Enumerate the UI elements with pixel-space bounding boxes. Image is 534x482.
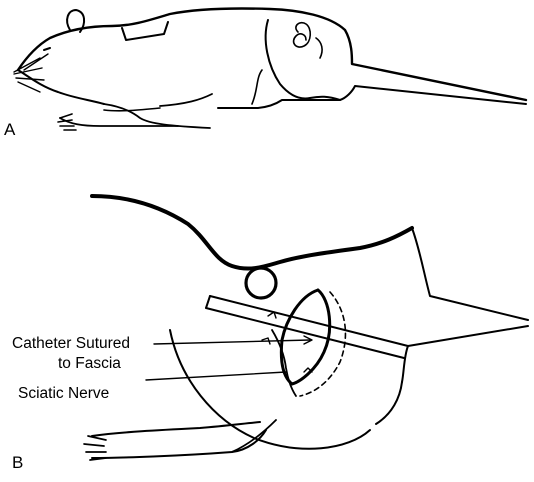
callout-catheter-line2: to Fascia [58, 355, 121, 372]
sciatic-callout-arrow [146, 372, 286, 380]
rat-back-outline [18, 9, 526, 100]
rat-haunch [266, 20, 340, 100]
hind-foot [92, 422, 266, 458]
panel-b-hindquarter-drawing [84, 196, 528, 460]
panel-a-label: A [4, 120, 16, 139]
catheter-loop [246, 268, 276, 298]
rat-eye [44, 48, 50, 50]
callout-sciatic-nerve: Sciatic Nerve [18, 385, 109, 402]
thigh-outline [170, 330, 370, 449]
catheter-callout-arrow [154, 340, 310, 344]
hindquarter-back-outline [92, 196, 412, 269]
callout-catheter-line1: Catheter Sutured [12, 335, 130, 352]
panel-b-label: B [12, 453, 23, 472]
tail-outline [402, 326, 528, 382]
panel-a-rat-drawing [14, 9, 526, 130]
catheter-tube [206, 296, 408, 358]
